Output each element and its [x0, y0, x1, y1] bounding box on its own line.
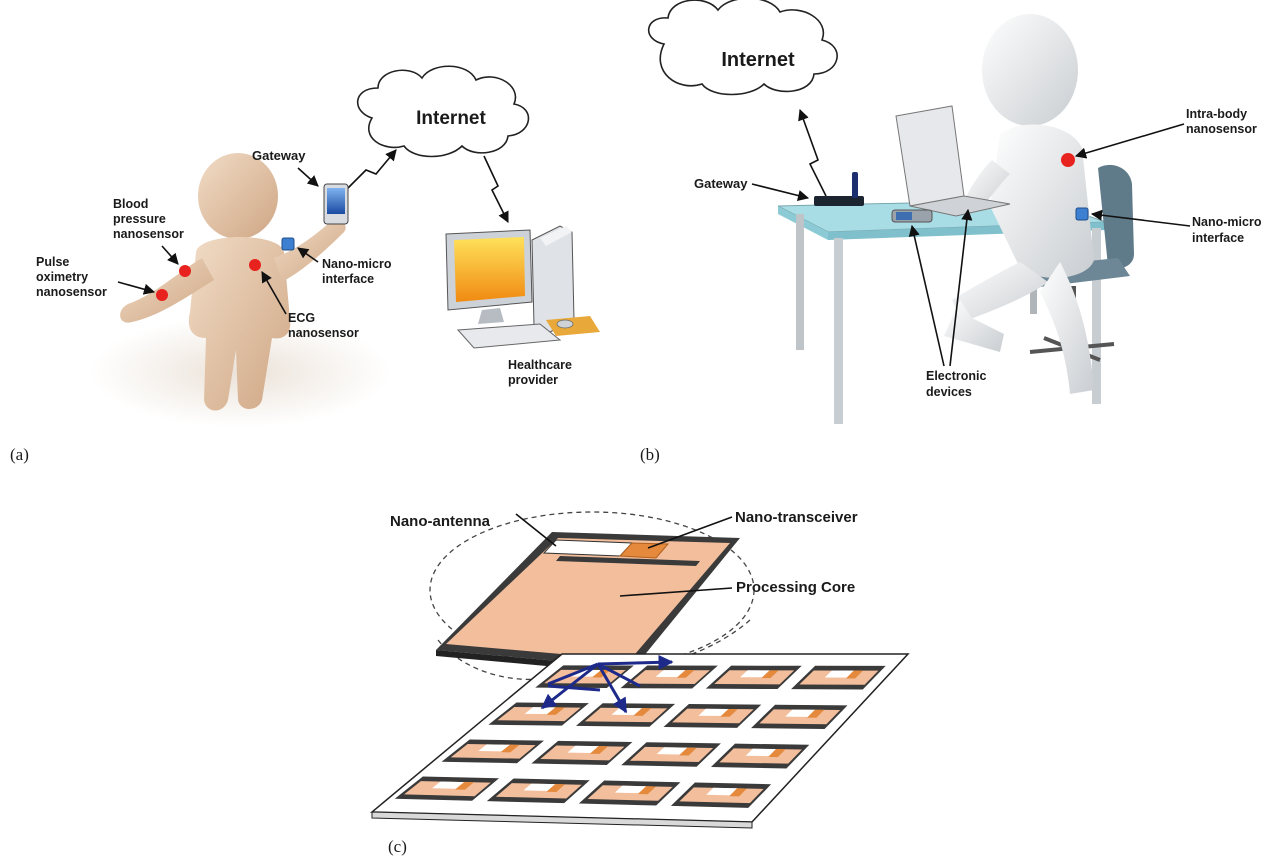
tile-antenna	[698, 708, 729, 716]
gateway-pointer-a	[297, 167, 319, 187]
nanonetwork-board	[369, 653, 910, 829]
tile-transceiver	[729, 788, 747, 797]
nano-micro-label-b: Nano-micro interface	[1192, 215, 1263, 245]
blood-pressure-pointer	[161, 245, 179, 265]
gateway-phone	[323, 183, 349, 225]
tile-antenna	[785, 709, 815, 717]
pulse-oximetry-sensor	[156, 289, 168, 301]
communication-arrows	[540, 654, 674, 714]
internet-cloud	[356, 65, 530, 158]
gateway-internet-link	[345, 149, 397, 191]
tile-antenna	[655, 670, 686, 677]
nano-micro-pointer-a	[297, 247, 319, 263]
tile-antenna	[824, 670, 854, 678]
processing-core-label: Processing Core	[736, 579, 855, 596]
tile-transceiver	[589, 746, 609, 754]
nano-transceiver-block	[618, 542, 670, 559]
blood-pressure-sensor	[179, 265, 191, 277]
intra-body-pointer	[1074, 123, 1185, 159]
ecg-pointer	[261, 271, 287, 315]
zoom-ellipse	[429, 511, 755, 669]
tile-antenna	[523, 783, 556, 791]
nano-transceiver-label: Nano-transceiver	[735, 509, 858, 526]
tile-transceiver	[807, 709, 825, 718]
internet-provider-link	[483, 155, 509, 224]
caption-c: (c)	[388, 837, 407, 856]
nano-antenna-label: Nano-antenna	[390, 513, 491, 530]
healthcare-label: Healthcare provider	[508, 358, 575, 387]
electronic-devices-label: Electronic devices	[926, 369, 990, 399]
gateway-pointer-b	[751, 183, 810, 201]
processing-core-pointer	[619, 587, 733, 597]
blood-pressure-label: Blood pressure nanosensor	[113, 197, 184, 241]
electronic-pointer-2	[949, 208, 973, 367]
ecg-sensor	[249, 259, 261, 271]
tile-transceiver	[679, 747, 697, 756]
ecg-label: ECG nanosensor	[288, 311, 359, 340]
router-internet-link	[798, 108, 827, 197]
gateway-router	[814, 172, 864, 206]
pulse-oximetry-label: Pulse oximetry nanosensor	[36, 255, 107, 299]
panel-c: Nano-antenna Nano-transceiver Processing…	[369, 509, 910, 856]
tile-transceiver	[546, 784, 565, 792]
tile-antenna	[567, 745, 599, 753]
caption-a: (a)	[10, 445, 29, 464]
tile-transceiver	[637, 786, 656, 795]
intra-body-sensor	[1061, 153, 1075, 167]
tile-transceiver	[455, 782, 474, 790]
tile-antenna	[656, 747, 688, 755]
tile-transceiver	[720, 708, 738, 717]
tile-transceiver	[500, 744, 520, 753]
tile-antenna	[432, 781, 465, 789]
nano-micro-label-a: Nano-micro interface	[322, 257, 395, 286]
nano-micro-pointer-b	[1090, 209, 1191, 227]
nano-antenna-pointer	[515, 513, 557, 547]
internet-cloud-b	[647, 0, 838, 96]
internet-label-b: Internet	[721, 49, 795, 71]
tile-transceiver	[546, 707, 565, 715]
tile-transceiver	[761, 670, 779, 679]
panel-b: Internet	[640, 0, 1263, 464]
tile-transceiver	[676, 670, 695, 678]
tile-antenna	[706, 787, 738, 796]
pulse-oximetry-pointer	[117, 281, 156, 295]
panel-a: Internet Gateway Blood pressure n	[10, 65, 600, 464]
tile-transceiver	[846, 670, 863, 679]
tile-transceiver	[768, 749, 786, 758]
desktop-computer	[445, 225, 600, 349]
tile-antenna	[740, 670, 770, 678]
tile-antenna	[745, 748, 777, 757]
tile-transceiver	[633, 708, 652, 716]
laptop	[895, 105, 1011, 217]
electronic-pointer-1	[908, 224, 945, 367]
nano-micro-interface-a	[281, 237, 295, 251]
electronic-device	[891, 209, 933, 223]
board-tiles	[394, 665, 886, 808]
gateway-label-a: Gateway	[252, 148, 306, 163]
caption-b: (b)	[640, 445, 660, 464]
tile-antenna	[478, 744, 510, 752]
nanomachine-chip	[436, 532, 740, 674]
nano-antenna-strip	[542, 539, 634, 557]
tile-antenna	[614, 785, 647, 794]
tile-transceiver	[592, 669, 611, 678]
internet-label-a: Internet	[416, 108, 486, 129]
nano-transceiver-pointer	[647, 516, 733, 549]
gateway-label-b: Gateway	[694, 176, 748, 191]
intra-body-label: Intra-body nanosensor	[1186, 107, 1257, 136]
nano-micro-interface-b	[1075, 207, 1089, 221]
